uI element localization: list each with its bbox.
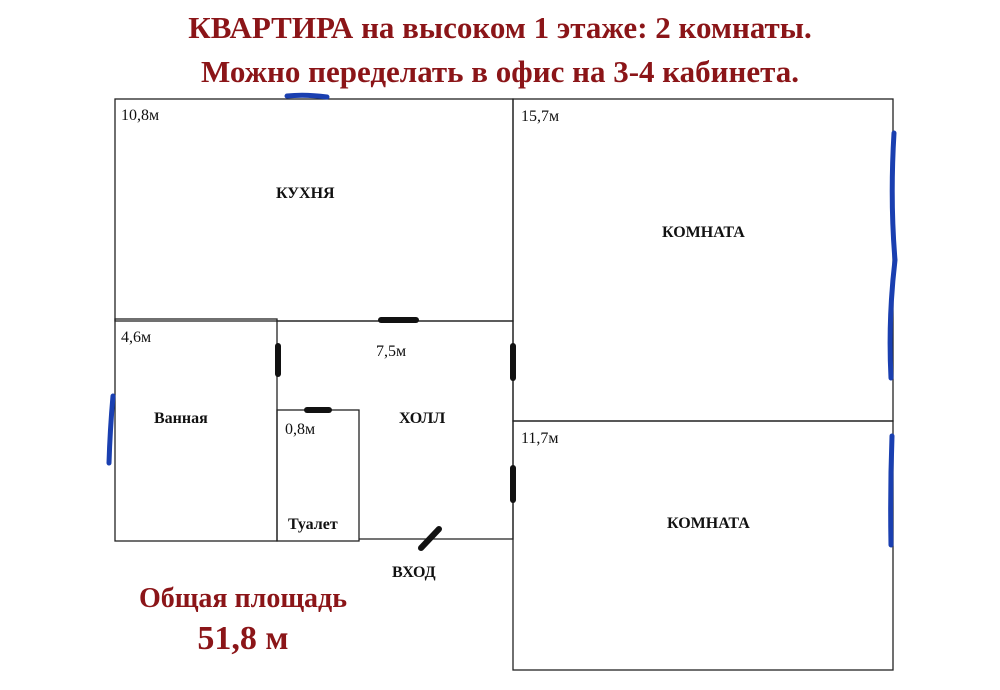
bathroom-label: Ванная	[154, 410, 208, 427]
total-area-value: 51,8 м	[197, 620, 289, 657]
room2-area: 11,7м	[521, 430, 559, 447]
window-room1	[887, 130, 898, 381]
room1-area: 15,7м	[521, 108, 559, 125]
window-bathroom	[106, 393, 116, 466]
total-area-label: Общая площадь	[138, 583, 348, 614]
bathroom-wall	[114, 318, 278, 542]
doors	[275, 317, 516, 551]
kitchen-area: 10,8м	[121, 107, 159, 124]
kitchen-wall	[114, 98, 514, 322]
room1-label: КОМНАТА	[662, 224, 745, 241]
title-line-1: КВАРТИРА на высоком 1 этаже: 2 комнаты.	[188, 10, 812, 45]
room2-wall	[512, 420, 894, 671]
kitchen-label: КУХНЯ	[276, 185, 335, 202]
windows	[106, 92, 898, 548]
door-entrance	[418, 526, 442, 551]
hall-area: 7,5м	[376, 343, 406, 360]
entrance-label: ВХОД	[392, 564, 436, 581]
toilet-label: Туалет	[288, 516, 338, 533]
room2-label: КОМНАТА	[667, 515, 750, 532]
room1-wall	[512, 98, 894, 422]
window-kitchen	[284, 92, 330, 100]
title-line-2: Можно переделать в офис на 3-4 кабинета.	[200, 54, 799, 89]
window-room2	[888, 433, 895, 548]
hall-label: ХОЛЛ	[399, 410, 445, 427]
toilet-area: 0,8м	[285, 421, 315, 438]
bathroom-area: 4,6м	[121, 329, 151, 346]
